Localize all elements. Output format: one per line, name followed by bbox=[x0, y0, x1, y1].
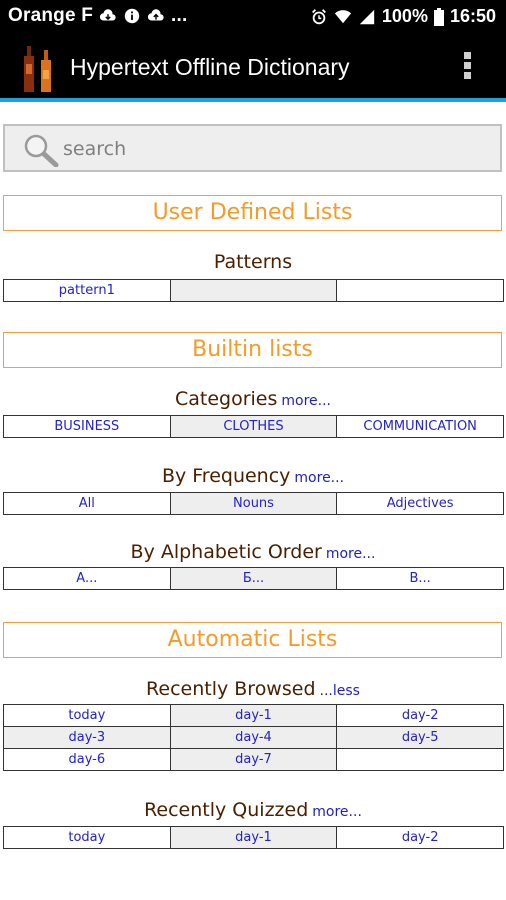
categories-more-link[interactable]: more... bbox=[281, 393, 332, 409]
automatic-lists-header[interactable]: Automatic Lists bbox=[3, 622, 502, 658]
browsed-cell[interactable]: day-4 bbox=[169, 726, 338, 749]
table-row: All Nouns Adjectives bbox=[3, 492, 504, 515]
cloud-upload-icon bbox=[147, 9, 164, 21]
recently-browsed-less-link[interactable]: ...less bbox=[319, 683, 360, 699]
status-bar-right: 100% 16:50 bbox=[310, 6, 496, 27]
status-bar: Orange F ... 100% 16:50 bbox=[0, 0, 506, 36]
table-row: today day-1 day-2 bbox=[3, 704, 504, 727]
browsed-cell[interactable]: day-5 bbox=[336, 726, 504, 749]
frequency-grid: All Nouns Adjectives bbox=[3, 492, 504, 515]
recently-browsed-grid: today day-1 day-2 day-3 day-4 day-5 day-… bbox=[3, 704, 504, 771]
frequency-title-label: By Frequency bbox=[161, 465, 291, 487]
wifi-icon bbox=[334, 9, 352, 23]
table-row: day-3 day-4 day-5 bbox=[3, 726, 504, 749]
table-row: pattern1 bbox=[3, 279, 504, 302]
status-bar-left: Orange F ... bbox=[8, 5, 187, 27]
app-title: Hypertext Offline Dictionary bbox=[70, 54, 350, 80]
category-cell[interactable]: COMMUNICATION bbox=[336, 415, 504, 438]
user-defined-lists-header[interactable]: User Defined Lists bbox=[3, 195, 502, 231]
search-box[interactable] bbox=[3, 124, 502, 172]
battery-icon bbox=[433, 7, 444, 26]
alphabetic-grid: A... Б... В... bbox=[3, 567, 504, 590]
alphabetic-title-label: By Alphabetic Order bbox=[130, 541, 322, 563]
patterns-grid: pattern1 bbox=[3, 279, 504, 302]
browsed-cell[interactable] bbox=[336, 748, 504, 771]
patterns-title: Patterns bbox=[0, 251, 506, 273]
frequency-more-link[interactable]: more... bbox=[294, 470, 345, 486]
table-row: BUSINESS CLOTHES COMMUNICATION bbox=[3, 415, 504, 438]
pattern-cell[interactable]: pattern1 bbox=[3, 279, 171, 302]
clock: 16:50 bbox=[449, 6, 496, 26]
pattern-cell[interactable] bbox=[169, 279, 338, 302]
bottles-logo-icon bbox=[24, 46, 51, 92]
browsed-cell[interactable]: day-7 bbox=[169, 748, 338, 771]
recently-browsed-title-label: Recently Browsed bbox=[146, 678, 316, 700]
alarm-icon bbox=[311, 8, 326, 24]
browsed-cell[interactable]: day-3 bbox=[3, 726, 171, 749]
recently-quizzed-more-link[interactable]: more... bbox=[312, 804, 362, 820]
quizzed-cell[interactable]: day-2 bbox=[336, 826, 504, 849]
builtin-lists-header[interactable]: Builtin lists bbox=[3, 332, 502, 368]
quizzed-cell[interactable]: day-1 bbox=[169, 826, 338, 849]
table-row: day-6 day-7 bbox=[3, 748, 504, 771]
app-bar bbox=[0, 36, 506, 100]
search-input[interactable] bbox=[63, 134, 483, 164]
alphabetic-cell[interactable]: Б... bbox=[169, 567, 338, 590]
notification-overflow: ... bbox=[171, 5, 188, 26]
categories-grid: BUSINESS CLOTHES COMMUNICATION bbox=[3, 415, 504, 438]
cloud-download-icon bbox=[99, 9, 116, 21]
carrier-name: Orange F bbox=[8, 5, 94, 26]
alphabetic-cell[interactable]: В... bbox=[336, 567, 504, 590]
recently-browsed-title: Recently Browsed...less bbox=[0, 678, 506, 700]
search-icon[interactable] bbox=[23, 133, 59, 167]
alphabetic-cell[interactable]: A... bbox=[3, 567, 171, 590]
frequency-cell[interactable]: All bbox=[3, 492, 171, 515]
quizzed-cell[interactable]: today bbox=[3, 826, 171, 849]
recently-quizzed-grid: today day-1 day-2 bbox=[3, 826, 504, 849]
categories-title-label: Categories bbox=[174, 388, 278, 410]
signal-icon bbox=[359, 9, 375, 24]
table-row: today day-1 day-2 bbox=[3, 826, 504, 849]
frequency-cell[interactable]: Adjectives bbox=[336, 492, 504, 515]
pattern-cell[interactable] bbox=[336, 279, 504, 302]
recently-quizzed-title-label: Recently Quizzed bbox=[144, 799, 309, 821]
browsed-cell[interactable]: today bbox=[3, 704, 171, 727]
patterns-title-label: Patterns bbox=[213, 251, 293, 273]
alphabetic-more-link[interactable]: more... bbox=[325, 546, 376, 562]
table-row: A... Б... В... bbox=[3, 567, 504, 590]
battery-percent: 100% bbox=[381, 6, 428, 26]
app-bar-divider bbox=[0, 98, 506, 102]
category-cell[interactable]: BUSINESS bbox=[3, 415, 171, 438]
browsed-cell[interactable]: day-6 bbox=[3, 748, 171, 771]
browsed-cell[interactable]: day-2 bbox=[336, 704, 504, 727]
category-cell[interactable]: CLOTHES bbox=[169, 415, 338, 438]
frequency-cell[interactable]: Nouns bbox=[169, 492, 338, 515]
browsed-cell[interactable]: day-1 bbox=[169, 704, 338, 727]
overflow-menu-icon[interactable] bbox=[460, 52, 474, 84]
info-icon bbox=[124, 8, 140, 24]
